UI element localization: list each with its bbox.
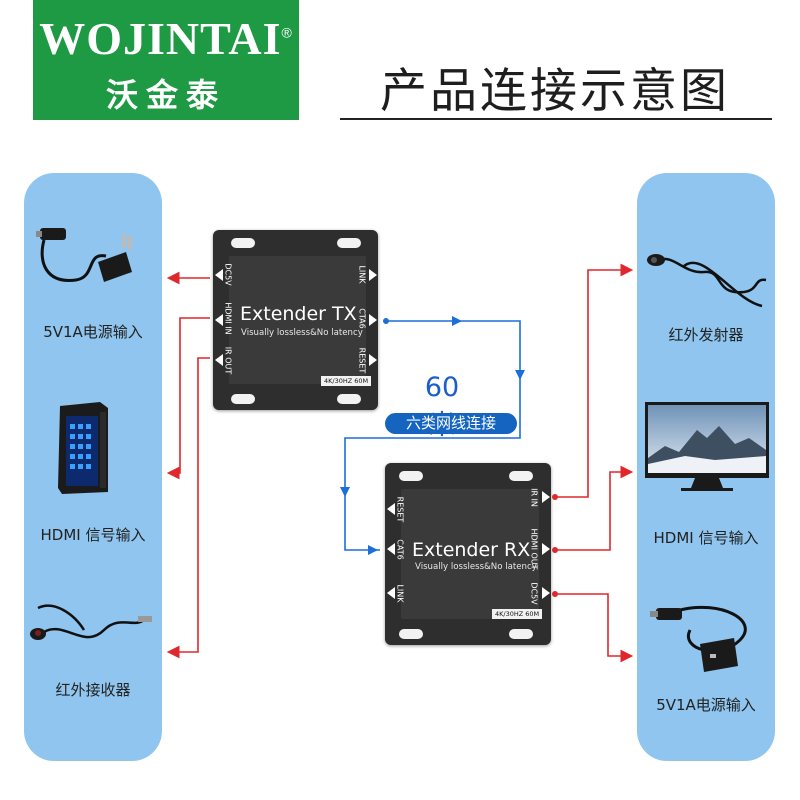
port-marker — [542, 491, 550, 503]
power-adapter-icon — [36, 228, 132, 282]
port-marker — [387, 543, 395, 555]
port-marker — [215, 269, 223, 281]
port-marker — [369, 269, 377, 281]
right-item-label: 5V1A电源输入 — [656, 696, 756, 714]
left-item-label: 5V1A电源输入 — [43, 323, 143, 341]
left-item-label: HDMI 信号输入 — [40, 526, 146, 544]
desktop-pc-icon — [58, 402, 108, 494]
left-red-wires — [166, 271, 210, 659]
mounting-hole — [231, 394, 255, 404]
port-marker — [369, 354, 377, 366]
mounting-hole — [399, 629, 423, 639]
device-subtitle: Visually lossless&No latency — [415, 562, 537, 572]
port-marker — [369, 314, 377, 326]
port-marker — [387, 503, 395, 515]
port-marker — [215, 354, 223, 366]
device-spec: 4K/30HZ 60M — [321, 376, 372, 386]
device-subtitle: Visually lossless&No latency — [241, 328, 363, 338]
brand-logo: WOJINTAI® 沃金泰 — [33, 0, 299, 120]
ir-receiver-icon — [30, 604, 152, 640]
title-underline — [340, 118, 772, 120]
mounting-hole — [231, 238, 255, 248]
port-marker — [542, 587, 550, 599]
logo-chinese-name: 沃金泰 — [105, 76, 226, 114]
mounting-hole — [509, 471, 533, 481]
device-name: Extender RX — [412, 539, 531, 561]
extender-rx-device: RESET CAT6 LINK IR IN HDMI OUT DC5V Exte… — [385, 463, 551, 645]
port-marker — [387, 587, 395, 599]
page-title: 产品连接示意图 — [380, 64, 730, 119]
port-marker — [215, 314, 223, 326]
monitor-icon — [645, 402, 769, 491]
logo-wordmark: WOJINTAI® — [39, 13, 293, 64]
mounting-hole — [337, 238, 361, 248]
mounting-hole — [337, 394, 361, 404]
extender-tx-device: DC5V HDMI IN IR OUT LINK CTA6 RESET Exte… — [213, 230, 378, 410]
mounting-hole — [509, 629, 533, 639]
cable-type-badge: 六类网线连接 — [385, 413, 517, 434]
left-item-label: 红外接收器 — [55, 681, 131, 699]
right-item-label: 红外发射器 — [668, 326, 744, 344]
device-name: Extender TX — [240, 303, 357, 325]
device-spec: 4K/30HZ 60M — [492, 609, 543, 619]
power-adapter-icon — [650, 605, 747, 672]
right-red-wires — [555, 263, 634, 663]
port-marker — [542, 543, 550, 555]
ir-emitter-icon — [647, 254, 767, 308]
right-item-label: HDMI 信号输入 — [653, 529, 759, 547]
cat6-cable — [344, 320, 521, 551]
mounting-hole — [399, 471, 423, 481]
